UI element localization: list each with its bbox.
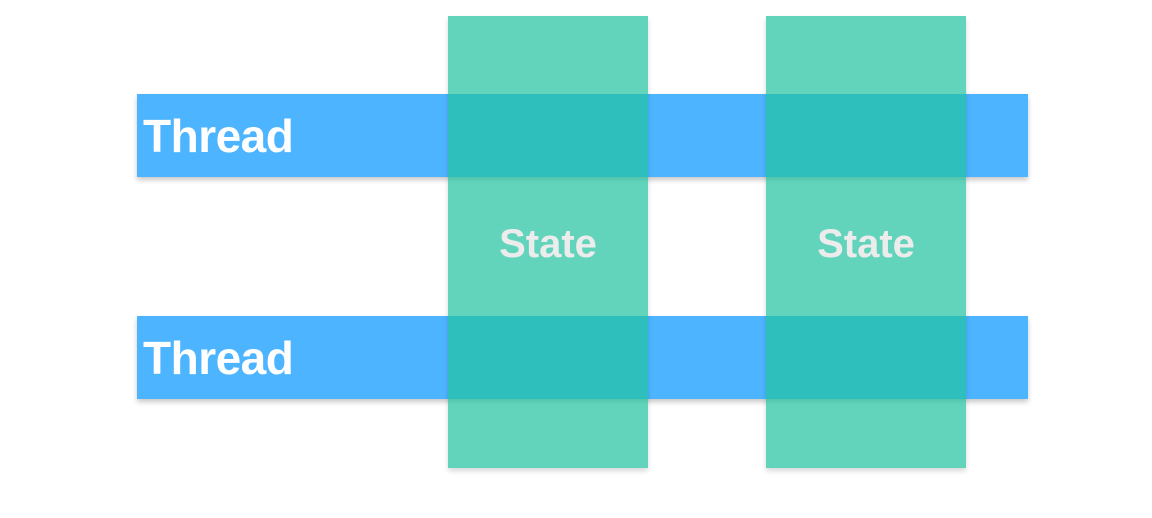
thread-label-1: Thread <box>143 109 294 162</box>
thread-label-2: Thread <box>143 331 294 384</box>
state-label-1: State <box>499 221 597 266</box>
state-column-2: State <box>766 16 966 468</box>
state-column-1: State <box>448 16 648 468</box>
state-label-2: State <box>817 221 915 266</box>
